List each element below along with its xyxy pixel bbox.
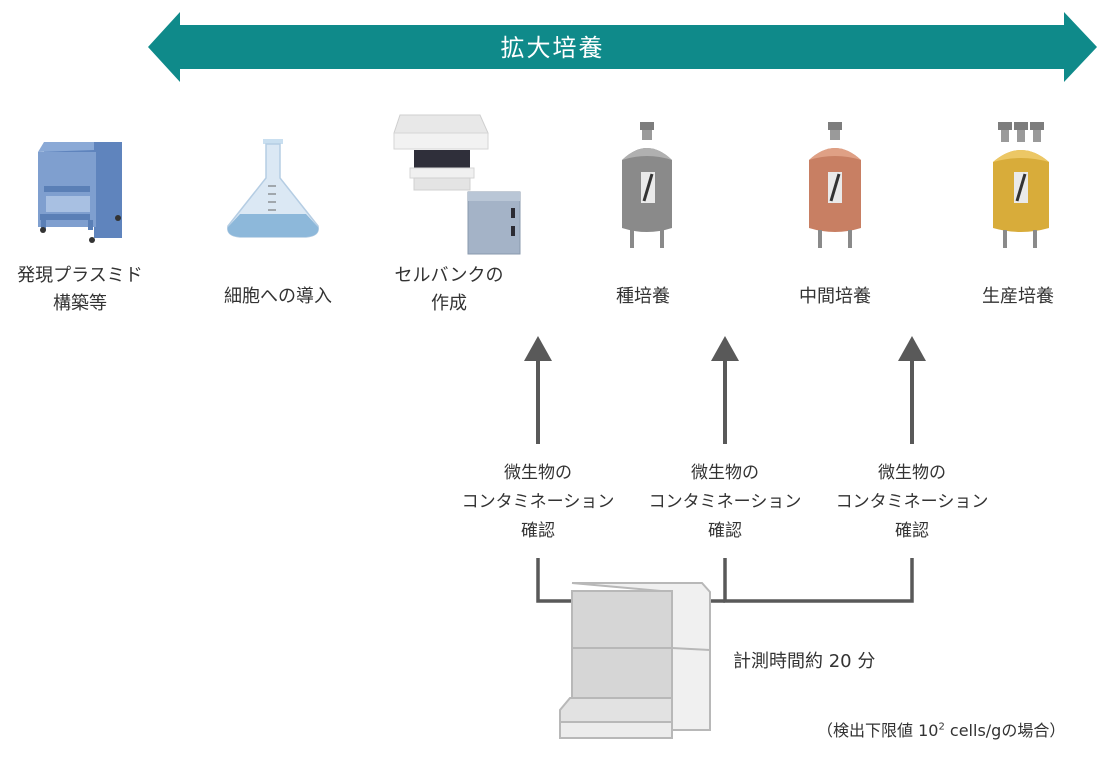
expansion-culture-banner — [148, 12, 1097, 82]
step-label: 生産培養 — [982, 286, 1054, 307]
freezer-and-incubator-icon — [393, 114, 521, 255]
gray-tank-icon — [622, 122, 672, 248]
detection-limit-footnote: （検出下限値 102 cells/gの場合） — [817, 721, 1066, 740]
step-label: 種培養 — [616, 286, 670, 307]
analyzer-instrument-icon — [559, 582, 711, 739]
upward-arrow — [524, 336, 552, 444]
measurement-time-label: 計測時間約 20 分 — [733, 651, 876, 672]
contamination-check-label: 微生物のコンタミネーション確認 — [461, 463, 615, 541]
flask-icon — [227, 139, 319, 238]
banner-title: 拡大培養 — [500, 34, 605, 62]
step-label: 中間培養 — [799, 286, 871, 307]
safety-cabinet-icon — [38, 142, 122, 243]
upward-arrow — [711, 336, 739, 444]
contamination-check-label: 微生物のコンタミネーション確認 — [835, 463, 989, 541]
step-label: セルバンクの作成 — [394, 265, 504, 314]
gold-tank-icon — [993, 122, 1049, 248]
connector-line — [536, 558, 574, 603]
step-label: 細胞への導入 — [224, 286, 332, 307]
step-label: 発現プラスミド構築等 — [17, 265, 143, 314]
connector-line — [723, 558, 914, 603]
copper-tank-icon — [809, 122, 861, 248]
upward-arrow — [898, 336, 926, 444]
contamination-check-label: 微生物のコンタミネーション確認 — [648, 463, 802, 541]
